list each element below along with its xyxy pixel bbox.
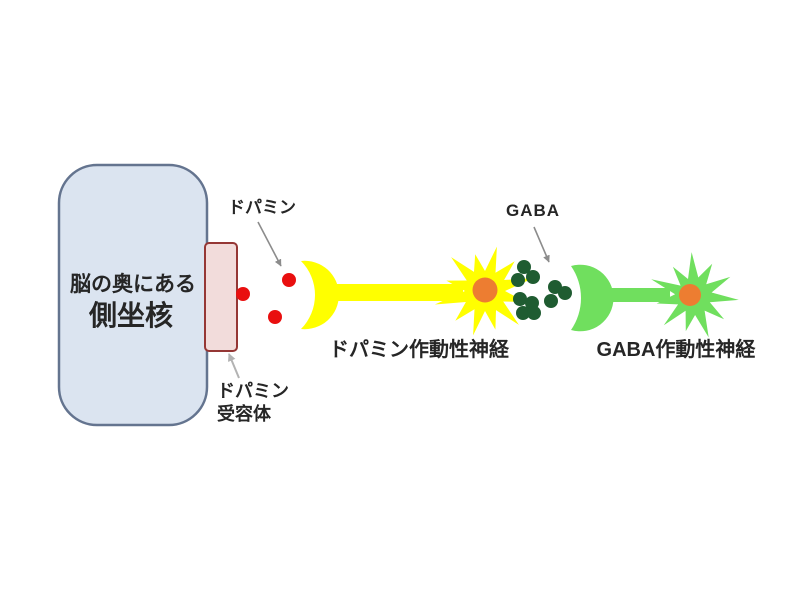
dopamine-molecule-dot [236, 287, 250, 301]
gaba-molecule-dot [517, 260, 531, 274]
gaba-neuron-axon [586, 288, 670, 302]
dopamine-neuron-label: ドパミン作動性神経 [329, 337, 510, 361]
dopamine-molecule-dot [268, 310, 282, 324]
gaba-molecules [511, 260, 572, 320]
dopamine-neuron-axon [328, 284, 463, 301]
dopamine-neuron-dendrite-crescent [301, 260, 339, 330]
nucleus-box-label-line2: 側坐核 [88, 300, 173, 331]
gaba-molecule-dot [527, 306, 541, 320]
gaba-molecule-dot [544, 294, 558, 308]
gaba-neuron-nucleus [679, 284, 701, 306]
gaba-molecule-dot [516, 306, 530, 320]
nucleus-box-label-line1: 脳の奥にある [70, 272, 196, 296]
dopamine-molecule-dot [282, 273, 296, 287]
dopamine-label: ドパミン [228, 198, 296, 217]
gaba-molecule-dot [526, 270, 540, 284]
gaba-molecule-dot [513, 292, 527, 306]
dopamine-neuron-nucleus [472, 277, 498, 303]
dopamine-receptor-label-line1: ドパミン [217, 381, 289, 401]
gaba-molecule-dot [558, 286, 572, 300]
gaba-label: GABA [506, 201, 560, 220]
gaba-neuron-label: GABA作動性神経 [597, 337, 757, 361]
dopamine-receptor-shape [204, 242, 238, 352]
gaba-molecule-dot [511, 273, 525, 287]
dopamine-receptor-label-line2: 受容体 [217, 403, 272, 424]
dopamine-molecules [236, 273, 296, 324]
dopamine-label-arrow [257, 221, 282, 267]
receptor-label-arrow [228, 353, 240, 379]
gaba-label-arrow [533, 226, 550, 263]
